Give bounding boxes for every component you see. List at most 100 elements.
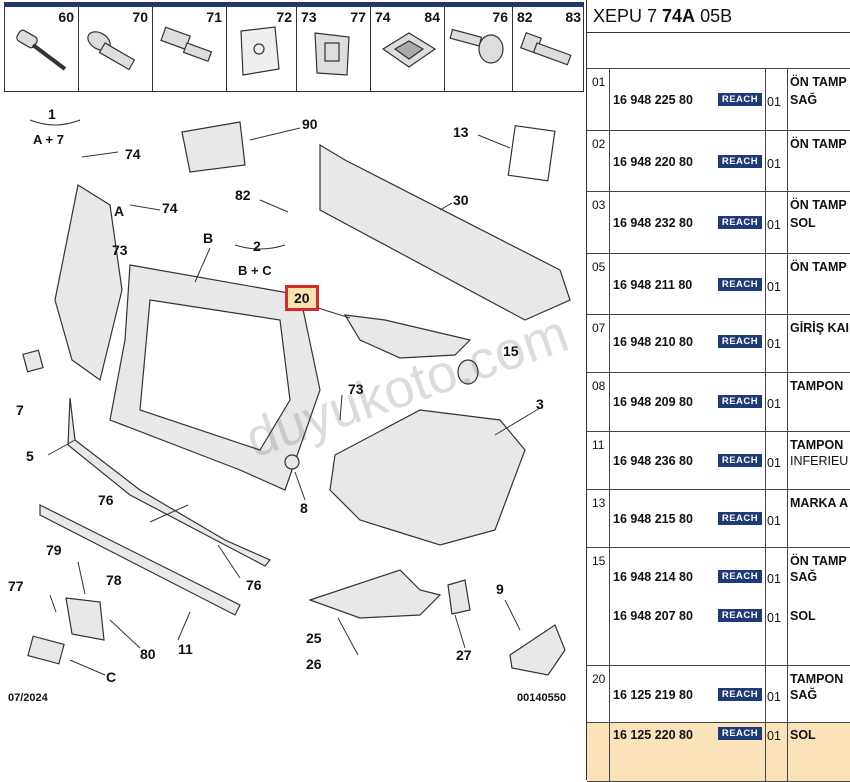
ref-number: 11 <box>592 438 605 452</box>
table-row[interactable]: 05 16 948 211 80 REACH 01 ÖN TAMP <box>587 253 850 314</box>
part-number[interactable]: 16 948 210 80 <box>613 335 693 349</box>
ref-number: 01 <box>592 75 606 89</box>
quantity: 01 <box>767 514 781 528</box>
fastener-number: 71 <box>206 9 222 25</box>
table-row[interactable]: 07 16 948 210 80 REACH 01 GİRİŞ KAI <box>587 314 850 372</box>
callout-25: 25 <box>306 630 322 646</box>
callout-90: 90 <box>302 116 318 132</box>
callout-27: 27 <box>456 647 472 663</box>
reach-badge: REACH <box>718 609 762 622</box>
diagram-code: 00140550 <box>517 692 566 704</box>
fastener-number: 73 <box>301 9 317 25</box>
table-row-selected[interactable]: 16 125 220 80 REACH 01 SOL <box>587 722 850 782</box>
table-row[interactable]: 15 16 948 214 80 REACH 01 ÖN TAMP SAĞ 16… <box>587 547 850 665</box>
bumper-cover-3 <box>329 409 526 546</box>
part-number[interactable]: 16 948 220 80 <box>613 155 693 169</box>
description: ÖN TAMP <box>790 260 847 274</box>
ref-number: 08 <box>592 379 606 393</box>
parts-list-panel: XEPU 7 74A 05B 01 16 948 225 80 REACH 01… <box>586 0 850 782</box>
table-row[interactable]: 02 16 948 220 80 REACH 01 ÖN TAMP <box>587 130 850 191</box>
part-number[interactable]: 16 948 232 80 <box>613 216 693 230</box>
part-number[interactable]: 16 948 215 80 <box>613 512 693 526</box>
quantity: 01 <box>767 572 781 586</box>
part-number[interactable]: 16 125 220 80 <box>613 728 693 742</box>
table-row[interactable]: 13 16 948 215 80 REACH 01 MARKA A <box>587 489 850 547</box>
callout-11: 11 <box>178 641 193 657</box>
label-13 <box>507 125 556 182</box>
ref-number: 05 <box>592 260 606 274</box>
fastener-cell-60[interactable]: 60 <box>5 3 79 91</box>
callout-73: 73 <box>348 381 364 397</box>
callout-73: 73 <box>112 242 128 258</box>
fog-trim-25-26 <box>308 569 442 619</box>
bracket-78 <box>65 597 105 641</box>
side: SAĞ <box>790 570 818 584</box>
fastener-cell-73-77[interactable]: 73 77 <box>297 3 371 91</box>
callout-74: 74 <box>162 200 178 216</box>
table-row[interactable]: 11 16 948 236 80 REACH 01 TAMPON INFERIE… <box>587 431 850 489</box>
callout-7: 7 <box>16 402 24 418</box>
part-number[interactable]: 16 948 209 80 <box>613 395 693 409</box>
description: MARKA A <box>790 496 849 510</box>
table-row[interactable]: 08 16 948 209 80 REACH 01 TAMPON <box>587 372 850 431</box>
side: SOL <box>790 216 816 230</box>
clip-nut-icon <box>240 26 280 76</box>
part-number[interactable]: 16 948 211 80 <box>613 278 693 292</box>
exploded-view-drawing <box>22 119 571 676</box>
table-row[interactable]: 03 16 948 232 80 REACH 01 ÖN TAMP SOL <box>587 191 850 253</box>
quantity: 01 <box>767 337 781 351</box>
description: ÖN TAMP <box>790 554 847 568</box>
square-clip-icon <box>381 32 437 68</box>
description: GİRİŞ KAI <box>790 321 850 335</box>
part-number[interactable]: 16 948 236 80 <box>613 454 693 468</box>
fastener-cell-82-83[interactable]: 82 83 <box>513 3 585 91</box>
fastener-number: 84 <box>424 9 440 25</box>
callout-20-highlighted[interactable]: 20 <box>285 285 319 311</box>
part-number[interactable]: 16 948 207 80 <box>613 609 693 623</box>
bracket-20 <box>343 314 472 359</box>
description: ÖN TAMP <box>790 75 847 89</box>
fastener-cell-70[interactable]: 70 <box>79 3 153 91</box>
bolt-icon <box>160 26 213 63</box>
callout-a: A <box>114 203 125 219</box>
quantity: 01 <box>767 397 781 411</box>
quantity: 01 <box>767 157 781 171</box>
ref-number: 15 <box>592 554 606 568</box>
part-number[interactable]: 16 948 225 80 <box>613 93 693 107</box>
ref-suffix: 05B <box>695 6 733 26</box>
table-row[interactable]: 01 16 948 225 80 REACH 01 ÖN TAMP SAĞ <box>587 68 850 130</box>
quantity: 01 <box>767 95 781 109</box>
ref-number: 03 <box>592 198 606 212</box>
reach-badge: REACH <box>718 570 762 583</box>
reach-badge: REACH <box>718 727 762 740</box>
callout-c: C <box>106 669 117 685</box>
part-number[interactable]: 16 948 214 80 <box>613 570 693 584</box>
strip-top-bar <box>5 3 583 7</box>
license-bracket-c <box>27 635 65 665</box>
description: ÖN TAMP <box>790 137 847 151</box>
reach-badge: REACH <box>718 454 762 467</box>
fastener-number: 76 <box>492 9 508 25</box>
reach-badge: REACH <box>718 216 762 229</box>
callout-82: 82 <box>235 187 251 203</box>
callout-1-sub: A + 7 <box>33 132 64 147</box>
callout-76: 76 <box>246 577 262 593</box>
rivet-icon <box>16 29 67 71</box>
quantity: 01 <box>767 218 781 232</box>
side: SAĞ <box>790 688 818 702</box>
fastener-cell-74-84[interactable]: 74 84 <box>371 3 445 91</box>
fastener-cell-71[interactable]: 71 <box>153 3 227 91</box>
screw-icon <box>87 31 136 71</box>
side: SOL <box>790 728 816 742</box>
fastener-number: 72 <box>276 9 292 25</box>
ref-code: 74A <box>662 6 696 26</box>
fastener-cell-72[interactable]: 72 <box>227 3 297 91</box>
part-number[interactable]: 16 125 219 80 <box>613 688 693 702</box>
spring-clip-icon <box>314 32 350 76</box>
side: SAĞ <box>790 93 818 107</box>
table-row[interactable]: 20 16 125 219 80 REACH 01 TAMPON SAĞ <box>587 665 850 722</box>
fastener-cell-76[interactable]: 76 <box>445 3 513 91</box>
reach-badge: REACH <box>718 155 762 168</box>
description: ÖN TAMP <box>790 198 847 212</box>
header-divider <box>587 32 850 33</box>
